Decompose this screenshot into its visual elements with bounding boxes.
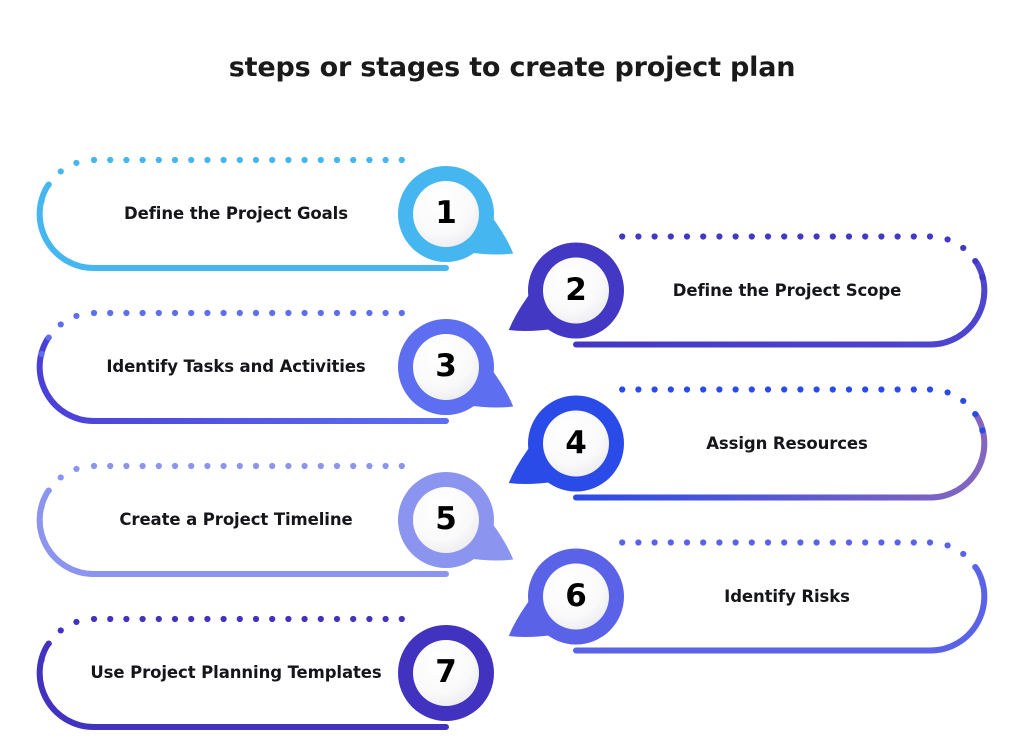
pill-outline xyxy=(573,412,988,501)
step-circle-6[interactable] xyxy=(508,548,624,645)
pill-outline xyxy=(36,183,449,272)
step-label-3: Identify Tasks and Activities xyxy=(106,357,366,376)
step-circle-5[interactable] xyxy=(398,472,514,568)
circle-inner-disc xyxy=(413,334,479,400)
step-label-4: Assign Resources xyxy=(706,433,868,453)
step-row-5[interactable] xyxy=(36,462,449,578)
step-number-3: 3 xyxy=(435,348,457,384)
pill-dotted-edge xyxy=(619,386,986,434)
pill-dotted-edge xyxy=(619,233,986,281)
step-number-1: 1 xyxy=(435,195,457,231)
step-label-5: Create a Project Timeline xyxy=(119,510,353,529)
circle-inner-disc xyxy=(543,257,609,324)
pill-dotted-edge xyxy=(38,615,405,664)
step-number-7: 7 xyxy=(435,654,457,690)
pill-dotted-edge xyxy=(38,462,405,511)
circle-inner-disc xyxy=(413,640,479,706)
step-row-3[interactable] xyxy=(36,309,449,425)
pill-outline xyxy=(36,336,449,425)
step-row-4[interactable] xyxy=(573,386,988,501)
pill-outline xyxy=(573,565,988,654)
step-label-2: Define the Project Scope xyxy=(672,280,902,300)
step-circle-7[interactable] xyxy=(398,625,494,721)
step-circle-1[interactable] xyxy=(398,166,514,262)
circle-inner-disc xyxy=(543,563,609,630)
step-row-1[interactable] xyxy=(36,156,449,272)
pill-outline xyxy=(36,489,449,578)
step-number-5: 5 xyxy=(435,501,457,537)
step-row-6[interactable] xyxy=(573,539,988,654)
pill-outline xyxy=(573,259,988,348)
step-circle-2[interactable] xyxy=(508,242,624,339)
pill-dotted-edge xyxy=(38,309,405,358)
step-label-1: Define the Project Goals xyxy=(124,204,348,223)
circle-inner-disc xyxy=(413,181,479,247)
circle-inner-disc xyxy=(543,410,609,477)
pill-dotted-edge xyxy=(38,156,405,205)
step-label-7: Use Project Planning Templates xyxy=(90,663,382,682)
pill-outline xyxy=(36,642,449,731)
pill-dotted-edge xyxy=(619,539,986,587)
step-number-2: 2 xyxy=(565,271,587,308)
step-number-4: 4 xyxy=(565,424,587,461)
page-title: steps or stages to create project plan xyxy=(228,52,796,83)
circle-inner-disc xyxy=(413,487,479,553)
step-row-7[interactable] xyxy=(36,615,449,731)
step-label-6: Identify Risks xyxy=(724,586,850,606)
step-circle-3[interactable] xyxy=(398,319,514,415)
step-number-6: 6 xyxy=(565,577,587,614)
step-row-2[interactable] xyxy=(573,233,988,348)
step-circle-4[interactable] xyxy=(508,395,624,492)
